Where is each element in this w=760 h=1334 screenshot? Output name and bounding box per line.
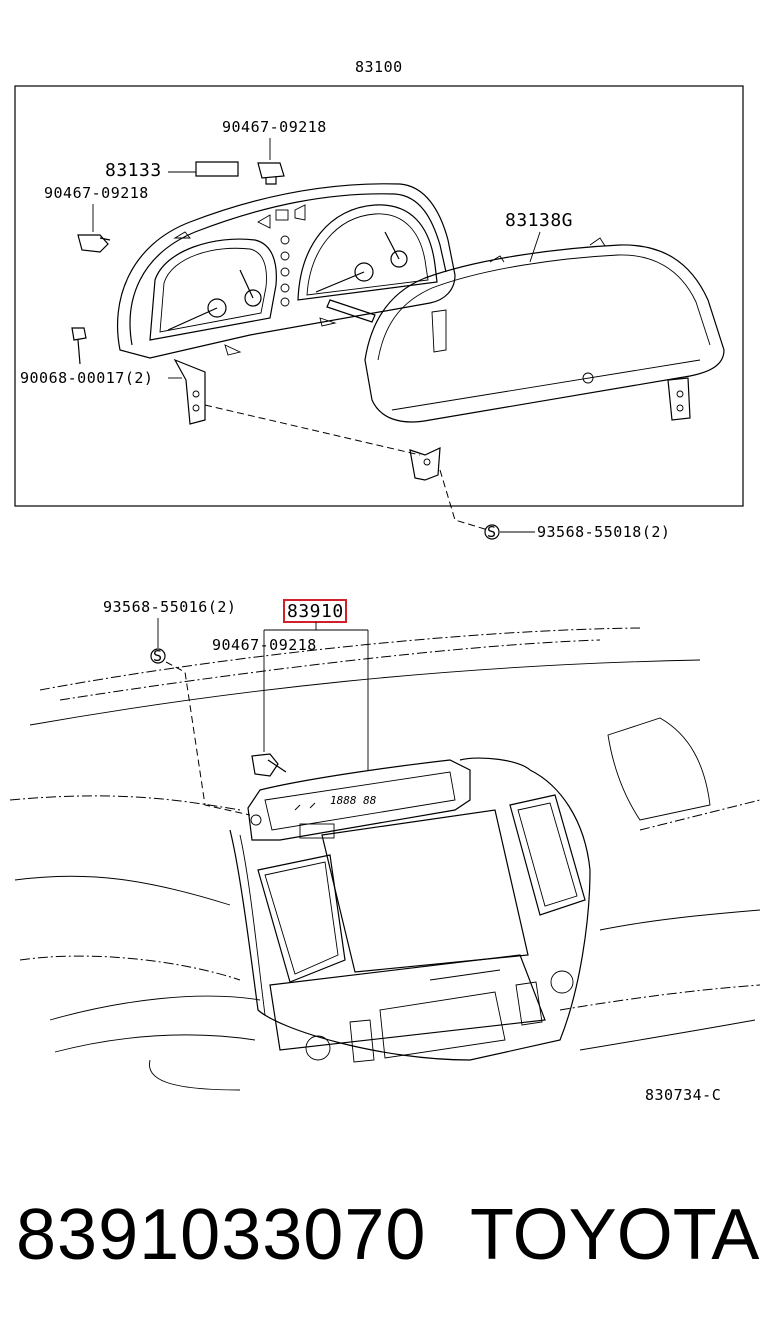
label-plate-83133 <box>195 161 239 177</box>
part-number: 8391033070 <box>16 1195 427 1275</box>
part-label-90068: 90068-00017(2) <box>20 369 153 387</box>
part-label-83133: 83133 <box>105 160 162 181</box>
assembly-label-83100: 83100 <box>355 58 403 76</box>
screw-marker-bottom <box>150 648 166 664</box>
figure-code: 830734-C <box>645 1086 721 1104</box>
screw-marker-bottom-symbol: S <box>153 647 163 665</box>
screw-90068 <box>71 327 87 365</box>
clock-display-83910 <box>247 759 471 841</box>
center-console <box>229 757 591 1063</box>
screw-marker-top <box>484 524 500 540</box>
part-label-90467-bottom: 90467-09218 <box>212 636 317 654</box>
clock-readout: 1888 88 <box>330 794 377 807</box>
lens-83138g <box>364 237 725 481</box>
brand-name: TOYOTA <box>470 1195 760 1275</box>
highlight-box-83910 <box>283 599 347 623</box>
part-label-83138g: 83138G <box>505 210 573 231</box>
part-label-90467-top: 90467-09218 <box>222 118 327 136</box>
footer: 8391033070 TOYOTA <box>0 1180 760 1290</box>
bolt-90467-top <box>257 162 285 185</box>
bolt-90467-bottom <box>251 753 287 777</box>
part-label-90467-left: 90467-09218 <box>44 184 149 202</box>
assembly-line-screw-bottom <box>165 661 251 816</box>
assembly-frame <box>14 85 744 507</box>
part-label-83910: 83910 <box>287 601 344 622</box>
bolt-90467-left <box>77 234 111 253</box>
assembly-line-top <box>204 404 421 456</box>
screw-marker-top-symbol: S <box>487 523 497 541</box>
leader-83138g <box>529 231 541 263</box>
parts-diagram: 83100 <box>9 58 760 1104</box>
assembly-line-screw-top <box>439 469 489 531</box>
meter-cluster-body <box>116 183 456 425</box>
dashboard-outline <box>9 627 760 1091</box>
part-label-93568-bottom: 93568-55016(2) <box>103 598 236 616</box>
part-label-93568-top: 93568-55018(2) <box>537 523 670 541</box>
